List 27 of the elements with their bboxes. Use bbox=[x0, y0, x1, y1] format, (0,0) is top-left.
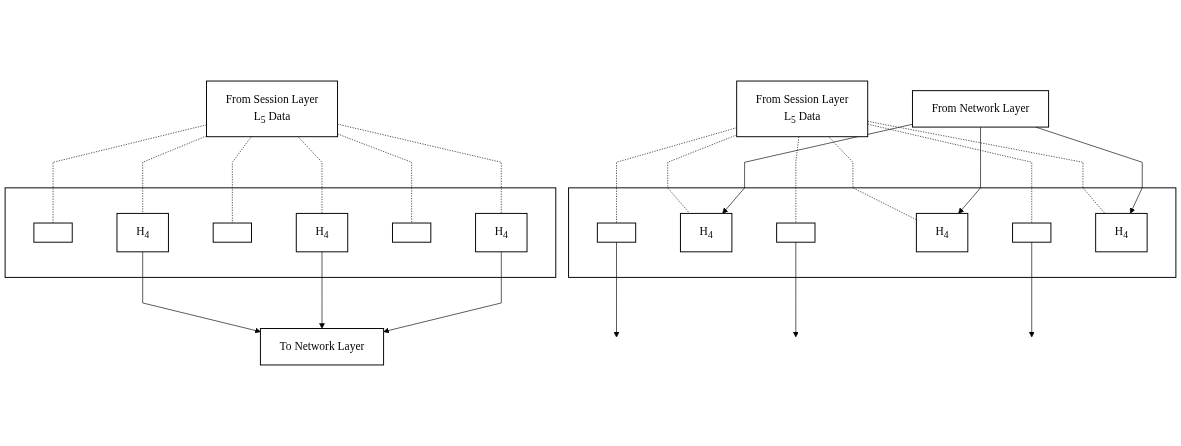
node-box bbox=[212, 222, 252, 243]
node-box: H$_{4}$ bbox=[1095, 212, 1148, 253]
connector bbox=[337, 133, 412, 224]
node-box: H$_{4}$ bbox=[295, 212, 349, 253]
connector bbox=[337, 123, 502, 214]
node-box: From Session Layer L$_{5}$ Data bbox=[206, 80, 339, 138]
node-box: H$_{4}$ bbox=[915, 212, 969, 253]
connector bbox=[52, 124, 207, 224]
connector bbox=[667, 134, 737, 214]
node-box: From Network Layer bbox=[912, 90, 1050, 128]
connector bbox=[142, 135, 207, 214]
node-box: H$_{4}$ bbox=[475, 212, 528, 253]
node-box bbox=[1012, 222, 1052, 243]
node-box bbox=[33, 222, 73, 243]
cluster bbox=[568, 187, 1177, 278]
node-box: H$_{4}$ bbox=[679, 212, 733, 253]
connector bbox=[795, 136, 800, 224]
connector bbox=[297, 136, 323, 214]
node-box: To Network Layer bbox=[259, 328, 385, 366]
node-box bbox=[596, 222, 637, 243]
connector bbox=[616, 127, 737, 224]
connector bbox=[828, 136, 917, 220]
node-box bbox=[392, 222, 432, 243]
node-box bbox=[776, 222, 816, 243]
cluster bbox=[4, 187, 557, 278]
node-box: From Session Layer L$_{5}$ Data bbox=[736, 80, 869, 138]
node-box: H$_{4}$ bbox=[116, 212, 169, 253]
